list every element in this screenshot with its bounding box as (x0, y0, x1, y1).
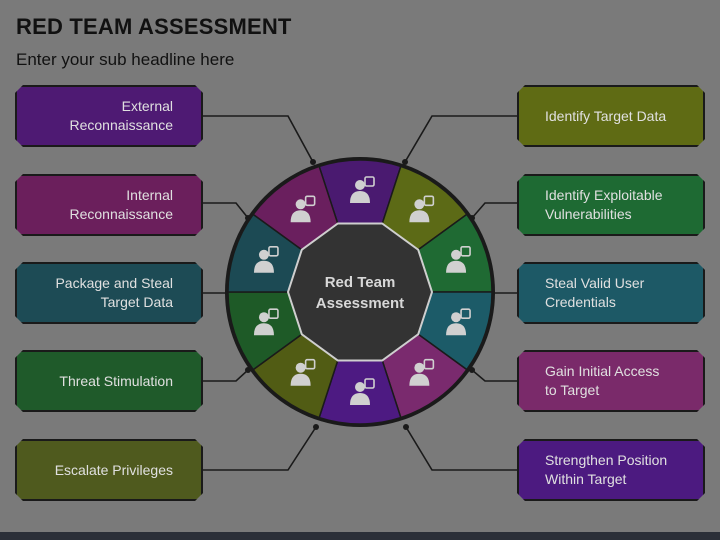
center-label-line1: Red Team (325, 274, 396, 291)
connector-line (203, 426, 317, 471)
center-label-line2: Assessment (316, 295, 404, 312)
connector-line (404, 115, 517, 163)
connector-dot (403, 424, 409, 430)
door-thief-icon (253, 245, 279, 273)
step-label: Package and Steal Target Data (55, 275, 173, 310)
step-identify-target-data: Identify Target Data (517, 85, 705, 147)
step-label: Gain Initial Access to Target (545, 363, 660, 398)
center-octagon (286, 222, 434, 362)
step-label: External Reconnaissance (69, 98, 173, 133)
step-label: Strengthen Position Within Target (545, 452, 668, 487)
step-label: Identify Target Data (545, 107, 667, 124)
step-escalate-privileges: Escalate Privileges (15, 439, 203, 501)
step-package-steal-target-data: Package and Steal Target Data (15, 262, 203, 324)
web-search-icon (446, 245, 471, 273)
connector-line (471, 369, 517, 382)
bottom-bar (0, 532, 720, 540)
step-identify-exploitable-vulnerabilities: Identify Exploitable Vulnerabilities (517, 174, 705, 236)
hourglass-person-icon (409, 358, 435, 386)
step-label: Escalate Privileges (54, 461, 173, 478)
connector-line (203, 115, 314, 163)
connector-line (203, 202, 249, 219)
step-internal-reconnaissance: Internal Reconnaissance (15, 174, 203, 236)
step-label: Steal Valid User Credentials (545, 275, 645, 310)
connector-line (203, 369, 249, 382)
step-label: Internal Reconnaissance (69, 187, 173, 222)
connector-dot (402, 159, 408, 165)
connector-dot (310, 159, 316, 165)
step-strengthen-position: Strengthen Position Within Target (517, 439, 705, 501)
target-person-icon (409, 195, 435, 223)
step-steal-valid-user-credentials: Steal Valid User Credentials (517, 262, 705, 324)
id-card-icon (446, 308, 471, 336)
page-subtitle: Enter your sub headline here (16, 50, 235, 69)
step-external-reconnaissance: External Reconnaissance (15, 85, 203, 147)
step-threat-stimulation: Threat Stimulation (15, 350, 203, 412)
step-label: Identify Exploitable Vulnerabilities (545, 187, 663, 222)
step-gain-initial-access: Gain Initial Access to Target (517, 350, 705, 412)
connector-dot (313, 424, 319, 430)
network-lock-icon (350, 176, 375, 203)
growth-chart-icon (290, 358, 316, 386)
wrench-lock-icon (253, 308, 279, 336)
binoculars-person-icon (290, 195, 316, 223)
page-title: RED TEAM ASSESSMENT (16, 14, 292, 39)
person-target-icon (350, 378, 375, 405)
connector-line (405, 426, 517, 471)
step-label: Threat Stimulation (59, 372, 173, 389)
connector-line (471, 202, 517, 219)
wheel-icons (253, 176, 471, 405)
